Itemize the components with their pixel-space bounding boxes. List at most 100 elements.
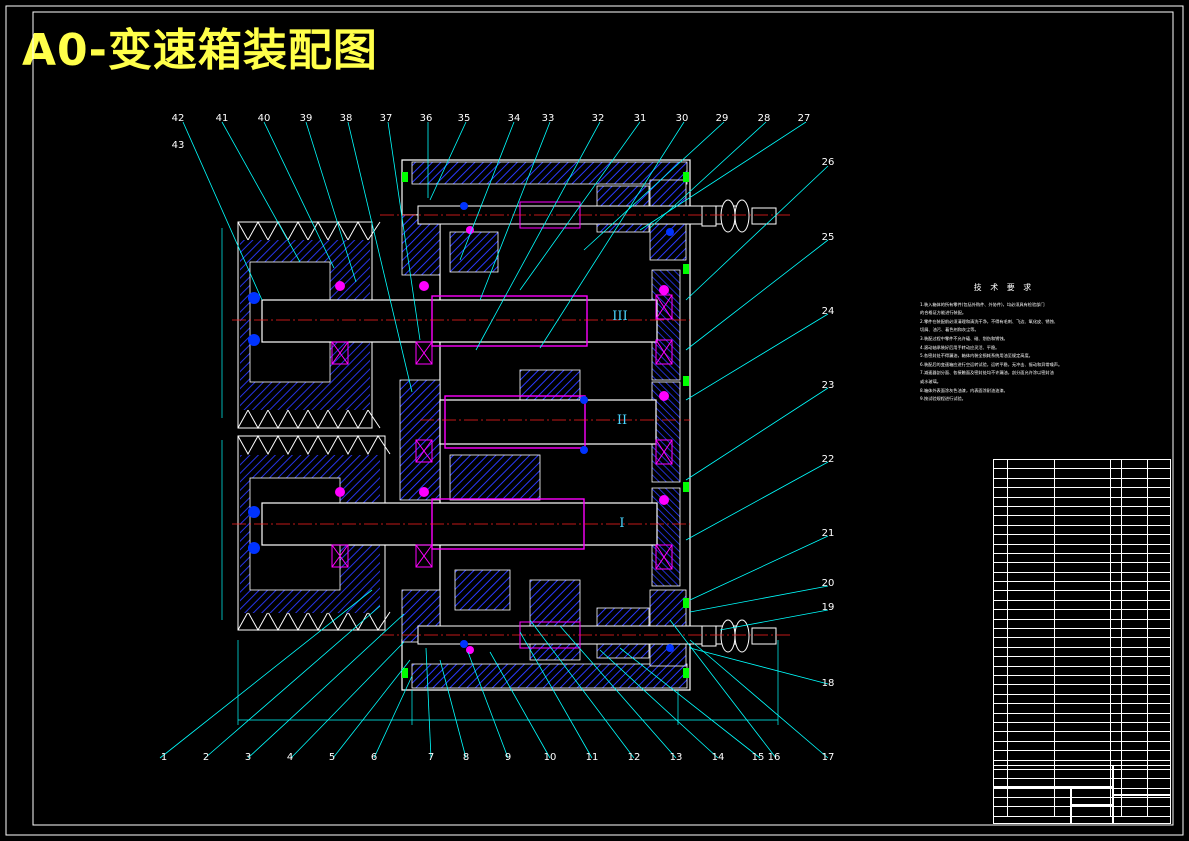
table-row [993,618,1172,630]
table-cell [1120,712,1148,723]
table-cell [1146,731,1172,742]
tech-line: 4.滚动轴承装好后用手转动应灵活、平稳。 [920,344,1000,350]
inner-frame [32,11,1174,826]
table-cell [1054,637,1111,648]
table-cell [1120,477,1148,489]
table-cell [1146,581,1172,592]
tech-line: 1.装入箱体的所有零件(包括外购件、外协件)，均必须具有检验部门 [920,301,1045,307]
table-row [993,656,1172,667]
leader-label: 43 [172,140,185,151]
leader-label: 1 [161,752,167,763]
table-row [993,740,1172,752]
table-cell [1054,552,1111,564]
table-cell [1006,721,1056,733]
table-cell [1109,684,1122,695]
tech-line: 的合格证方能进行装配。 [920,310,967,316]
table-cell [1109,524,1122,536]
shaft-label: II [617,413,627,428]
table-cell [1109,534,1122,545]
table-cell [993,534,1008,545]
table-cell [1109,505,1122,517]
table-row [993,684,1172,695]
leader-label: 19 [822,602,835,613]
table-cell [1146,487,1172,498]
table-cell [1006,703,1056,714]
leader-label: 14 [712,752,725,763]
table-cell [1054,721,1111,733]
table-cell [1120,458,1148,470]
table-cell [1120,581,1148,592]
table-cell [993,712,1008,723]
leader-label: 10 [544,752,557,763]
table-cell [1054,496,1111,507]
table-cell [1146,646,1172,658]
leader-label: 25 [822,232,835,243]
table-cell [1054,487,1111,498]
table-cell [993,599,1008,611]
table-cell [993,581,1008,592]
outer-frame [5,5,1184,836]
table-cell [993,674,1008,686]
table-cell [1109,740,1122,752]
table-cell [1006,712,1056,723]
table-cell [1109,581,1122,592]
table-cell [1054,731,1111,742]
table-cell [1006,599,1056,611]
table-cell [1054,468,1111,479]
table-cell [1109,703,1122,714]
table-cell [993,618,1008,630]
table-cell [1054,740,1111,752]
table-cell [1120,571,1148,583]
table-row [993,665,1172,677]
leader-lines [159,121,829,759]
leader-label: 36 [420,113,433,124]
table-cell [1146,750,1172,761]
table-cell [1109,806,1122,817]
table-cell [1120,618,1148,630]
table-cell [1109,637,1122,648]
table-cell [1006,609,1056,620]
table-cell [1006,646,1056,658]
table-cell [993,496,1008,507]
table-cell [993,468,1008,479]
table-cell [1109,656,1122,667]
table-cell [1006,618,1056,630]
table-row [993,581,1172,592]
table-cell [1054,618,1111,630]
table-cell [1120,590,1148,601]
table-cell [1120,552,1148,564]
table-cell [1054,609,1111,620]
table-cell [1006,637,1056,648]
leader-label: 26 [822,157,835,168]
table-cell [1054,656,1111,667]
table-row [993,543,1172,554]
table-cell [1146,515,1172,526]
table-cell [1054,477,1111,489]
table-cell [1120,468,1148,479]
table-row [993,637,1172,648]
table-row [993,712,1172,723]
table-row [993,562,1172,573]
table-cell [1146,721,1172,733]
table-cell [1109,721,1122,733]
table-cell [1120,609,1148,620]
table-cell [1120,543,1148,554]
table-row [993,628,1172,639]
table-cell [1146,703,1172,714]
table-cell [993,571,1008,583]
table-cell [993,562,1008,573]
leader-label: 4 [287,752,293,763]
table-cell [1054,628,1111,639]
table-cell [1054,590,1111,601]
table-cell [1006,656,1056,667]
leader-label: 17 [822,752,835,763]
table-cell [1054,581,1111,592]
table-cell [1109,458,1122,470]
table-cell [1146,637,1172,648]
table-cell [1120,721,1148,733]
table-cell [1120,524,1148,536]
leader-label: 24 [822,306,835,317]
table-cell [1006,534,1056,545]
table-cell [1120,750,1148,761]
leader-label: 7 [428,752,434,763]
